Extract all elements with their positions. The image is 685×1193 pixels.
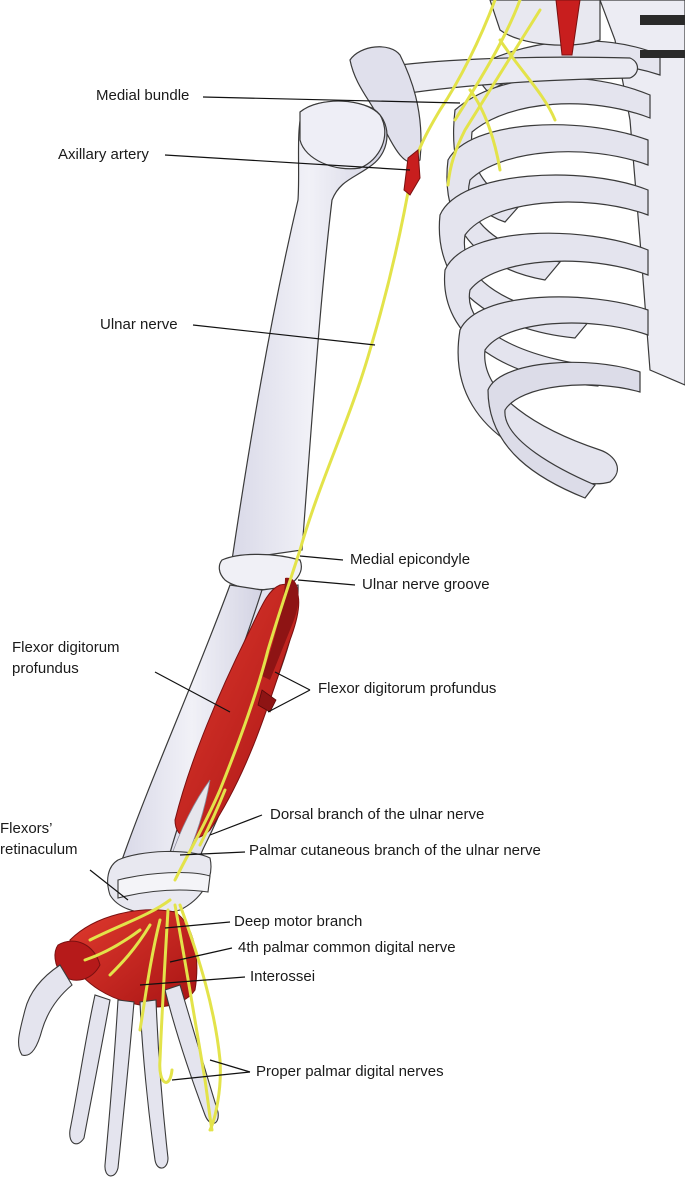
leader-fdp-left — [154, 671, 231, 713]
leader-palmar-cutaneous — [179, 851, 246, 856]
spine-dark-marks — [640, 15, 685, 25]
leader-axillary-artery — [164, 154, 411, 171]
leader-interossei — [139, 976, 246, 986]
thenar-muscle — [54, 940, 101, 981]
leader-proper-palmar-b — [171, 1071, 251, 1081]
label-fdp-left-line1: Flexor digitorum — [12, 639, 120, 656]
label-fdp-left-line2: profundus — [12, 660, 79, 677]
label-medial-epicondyle: Medial epicondyle — [350, 551, 471, 568]
fdp-dark-band — [262, 577, 299, 680]
label-ulnar-nerve: Ulnar nerve — [100, 316, 178, 333]
neck-muscle — [555, 0, 581, 56]
fdp-small-fold — [257, 689, 277, 713]
label-flexors-retinaculum-line1: Flexors’ — [0, 820, 53, 837]
humerus — [231, 100, 388, 561]
rib-7 — [487, 361, 641, 499]
label-ulnar-nerve-groove: Ulnar nerve groove — [362, 576, 490, 593]
leader-medial-epicondyle — [299, 555, 344, 561]
scapula — [349, 46, 422, 164]
label-medial-bundle: Medial bundle — [96, 87, 190, 104]
label-4th-palmar-common-digital: 4th palmar common digital nerve — [238, 939, 456, 956]
finger-ring — [139, 999, 169, 1169]
leader-proper-palmar-a — [209, 1059, 251, 1073]
label-interossei: Interossei — [250, 968, 316, 985]
leader-fdp-right-a — [274, 671, 311, 691]
dorsal-branch — [198, 788, 227, 847]
leader-deep-motor-branch — [164, 921, 231, 929]
axillary-artery — [403, 149, 421, 196]
wrist-carpals — [107, 850, 212, 915]
humeral-head — [299, 100, 386, 170]
label-fdp-right: Flexor digitorum profundus — [318, 680, 497, 697]
leader-4th-palmar-common — [169, 947, 233, 963]
flexors-retinaculum-band — [117, 871, 211, 899]
label-proper-palmar-digital: Proper palmar digital nerves — [256, 1063, 444, 1080]
label-flexors-retinaculum-line2: retinaculum — [0, 841, 78, 858]
brachial-plexus — [410, 0, 497, 172]
thumb-bones — [18, 964, 73, 1056]
leader-lines — [89, 96, 461, 1081]
finger-middle — [104, 999, 135, 1177]
rib-cage — [349, 0, 685, 499]
neck-vertebra — [489, 0, 601, 46]
leader-medial-bundle — [202, 96, 461, 104]
leader-ulnar-nerve — [192, 324, 376, 346]
deep-motor-branch-nerve — [88, 898, 172, 942]
label-palmar-cutaneous-branch: Palmar cutaneous branch of the ulnar ner… — [249, 842, 541, 859]
leader-fdp-right-b — [267, 689, 311, 713]
ulnar-nerve-path — [83, 0, 557, 1132]
hand — [18, 909, 219, 1177]
label-axillary-artery: Axillary artery — [58, 146, 149, 163]
label-dorsal-branch: Dorsal branch of the ulnar nerve — [270, 806, 485, 823]
leader-dorsal-branch — [209, 814, 263, 836]
ulnar-nerve-main — [173, 168, 414, 882]
label-deep-motor-branch: Deep motor branch — [234, 913, 363, 930]
leader-flexors-retinaculum — [89, 869, 129, 901]
leader-ulnar-nerve-groove — [297, 579, 356, 586]
finger-index — [69, 994, 111, 1145]
